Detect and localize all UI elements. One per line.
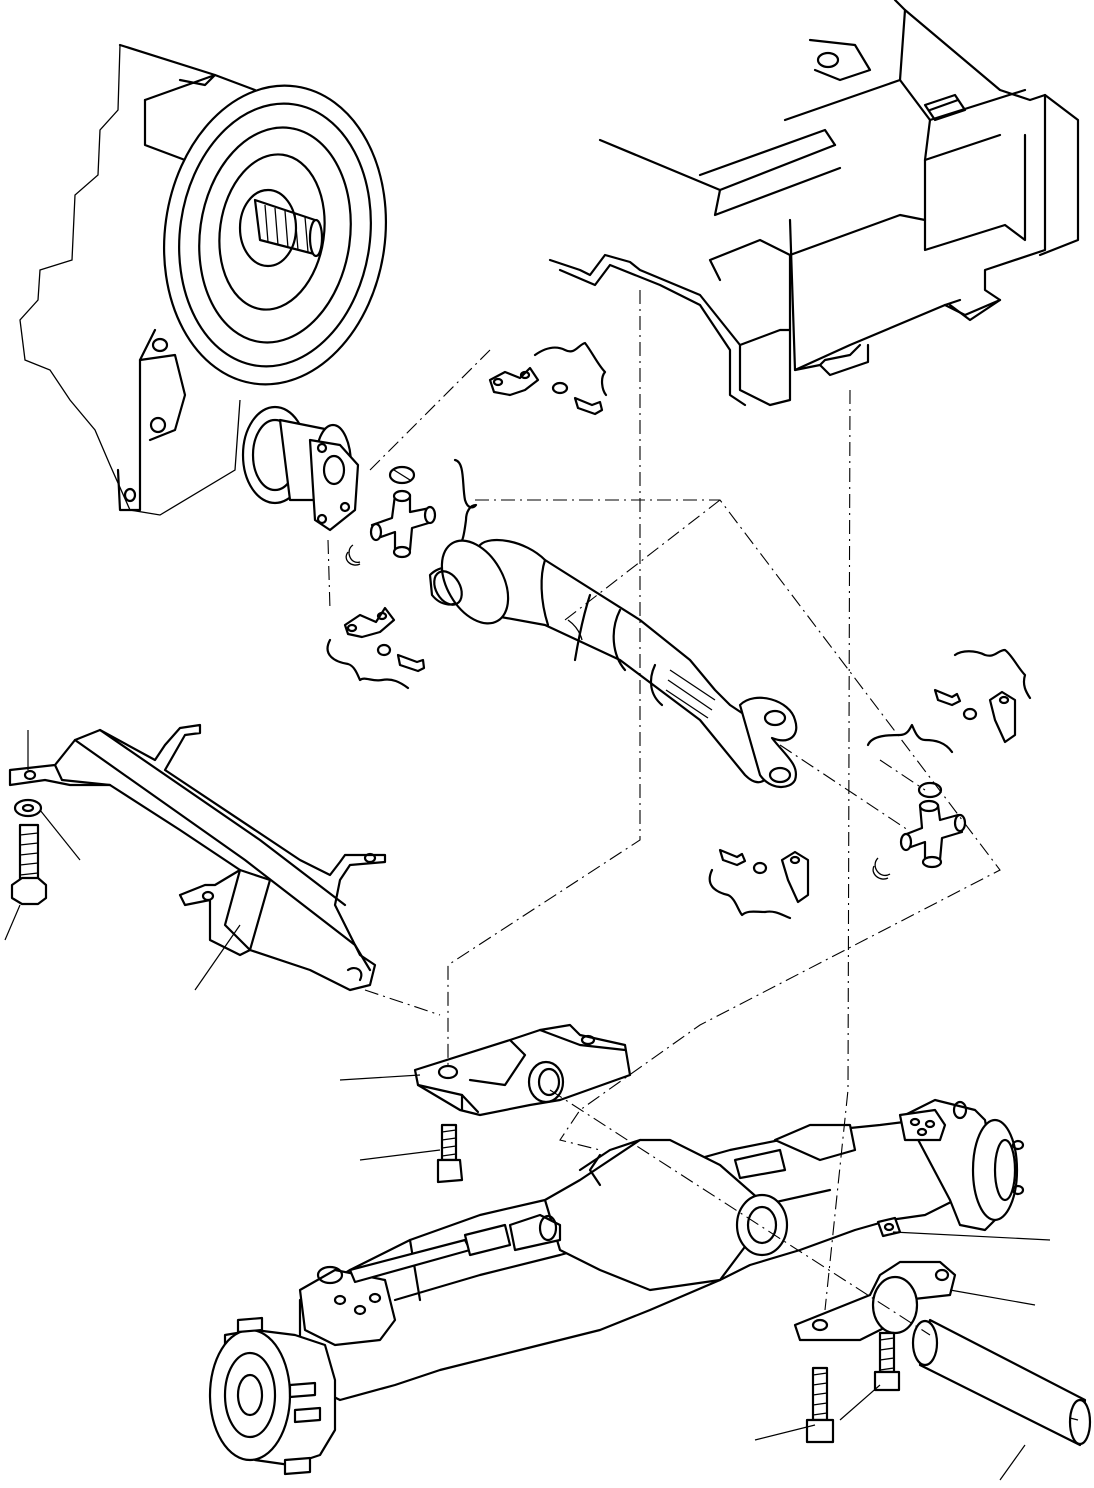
front-axle-assembly [208,1098,1025,1476]
pivot-pin [793,1216,1092,1447]
axle-support-bracket [413,1023,632,1184]
bearing-strap-kits [326,341,1032,920]
drive-shaft [428,538,798,788]
guard-frame [8,723,387,992]
chassis-frame [548,0,1080,407]
transmission-housing [19,43,388,516]
universal-joint-rear [872,781,967,880]
wheel-stud-icon [236,1316,322,1476]
callout-leaders [4,730,1051,1481]
universal-joint-front [345,458,478,566]
centre-lines [327,290,1001,1336]
output-flange [241,405,360,532]
